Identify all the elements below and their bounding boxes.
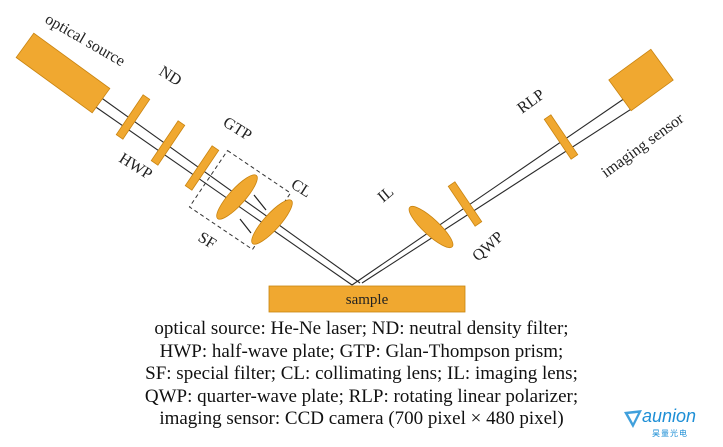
- sf-lens: [216, 174, 258, 220]
- label-cl: CL: [288, 176, 314, 201]
- logo-sub: 昊量光电: [652, 429, 688, 438]
- special-filter-box: [188, 149, 292, 251]
- logo-brand: aunion: [642, 406, 697, 426]
- collimating-lens: [251, 199, 293, 245]
- imaging-lens: [408, 205, 454, 249]
- optical-source-block: [15, 32, 111, 114]
- sample-block: [268, 285, 466, 313]
- pinhole: [239, 194, 267, 234]
- quarter-wave-plate: [447, 181, 483, 227]
- glan-thompson-prism: [184, 145, 220, 191]
- caption-line: HWP: half-wave plate; GTP: Glan-Thompson…: [159, 340, 564, 362]
- half-wave-plate: [150, 120, 186, 166]
- label-imaging-sensor: imaging sensor: [598, 110, 687, 181]
- reflected-beam: [351, 95, 637, 286]
- label-gtp: GTP: [220, 114, 255, 144]
- caption-line: QWP: quarter-wave plate; RLP: rotating l…: [144, 385, 579, 407]
- imaging-sensor-block: [608, 48, 674, 112]
- caption-line: SF: special filter; CL: collimating lens…: [145, 363, 578, 384]
- label-hwp: HWP: [116, 150, 155, 183]
- label-il: IL: [375, 183, 398, 206]
- label-sample: sample: [346, 292, 389, 308]
- label-nd: ND: [156, 63, 185, 90]
- label-rlp: RLP: [514, 86, 548, 117]
- caption-line: optical source: He-Ne laser; ND: neutral…: [154, 318, 569, 339]
- caption-line: imaging sensor: CCD camera (700 pixel × …: [159, 408, 564, 429]
- logo-mark-icon: [624, 410, 642, 428]
- watermark-logo: aunion 昊量光电: [622, 402, 722, 442]
- rotating-linear-polarizer: [543, 114, 579, 160]
- optical-setup-diagram: optical source ND HWP GTP CL SF IL QWP R…: [15, 11, 688, 313]
- nd-filter: [115, 94, 151, 140]
- figure-caption: optical source: He-Ne laser; ND: neutral…: [0, 318, 723, 431]
- label-sf: SF: [195, 229, 219, 253]
- incident-beam: [89, 93, 361, 286]
- label-qwp: QWP: [469, 228, 507, 264]
